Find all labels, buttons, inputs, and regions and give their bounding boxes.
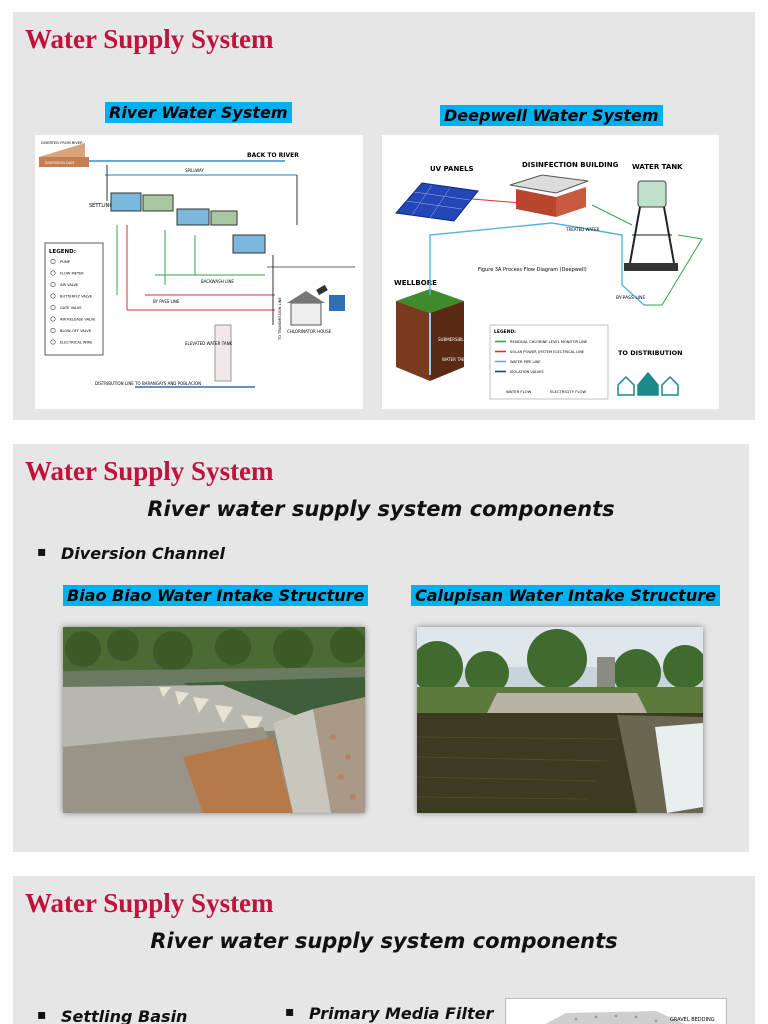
water-flow-label: WATER FLOW xyxy=(506,389,532,394)
slide-title: Water Supply System xyxy=(25,24,274,54)
bullet-settling-basin: Settling Basin xyxy=(37,1007,188,1024)
distribution-label: DISTRIBUTION LINE TO BARANGAYS AND POBLA… xyxy=(95,381,201,386)
legend-item: ISOLATION VALVES xyxy=(510,370,544,374)
slide-2: Water Supply System River water supply s… xyxy=(13,444,749,852)
slide-1: Water Supply System River Water System D… xyxy=(13,12,755,420)
figure-caption: Figure 3A Process Flow Diagram (Deepwell… xyxy=(478,267,587,273)
biao-biao-label: Biao Biao Water Intake Structure xyxy=(63,585,369,606)
slide-subtitle: River water supply system components xyxy=(150,929,618,953)
electricity-flow-label: ELECTRICITY FLOW xyxy=(550,389,586,394)
chlorinator-label: CHLORINATOR HOUSE xyxy=(287,329,332,334)
bypass-line-label: BY-PASS LINE xyxy=(616,295,646,301)
diverted-label: DIVERTED FROM RIVER xyxy=(41,141,83,145)
legend-item: RESIDUAL CHLORINE LEVEL MONITOR LINE xyxy=(510,340,588,344)
legend-symbol-icon xyxy=(50,259,56,265)
slide-subtitle: River water supply system components xyxy=(147,497,615,521)
transmission-label: TO TRANSMISSION LINE xyxy=(278,297,282,341)
slide-title: Water Supply System xyxy=(25,888,274,918)
bypass-label: BY PASS LINE xyxy=(153,299,180,304)
bullet-primary-media-filter: Primary Media Filter xyxy=(285,1004,493,1023)
deepwell-system-label: Deepwell Water System xyxy=(440,105,663,126)
deepwell-legend-title: LEGEND: xyxy=(494,329,516,335)
legend-item: SOLAR POWER SYSTEM ELECTRICAL LINE xyxy=(510,350,585,354)
dam-label: DIVERSION DAM xyxy=(45,161,74,165)
deepwell-legend-list: RESIDUAL CHLORINE LEVEL MONITOR LINE SOLA… xyxy=(495,340,588,374)
slide-3: Water Supply System River water supply s… xyxy=(13,876,755,1024)
legend-symbol-icon xyxy=(50,305,56,311)
legend-symbol-icon xyxy=(50,328,56,334)
legend-title: LEGEND: xyxy=(49,249,76,255)
bullet-diversion-channel: Diversion Channel xyxy=(37,544,225,563)
calupisan-label: Calupisan Water Intake Structure xyxy=(411,585,720,606)
legend-item: BUTTERFLY VALVE xyxy=(60,295,93,299)
legend-item: WATER PIPE LINE xyxy=(510,360,541,364)
legend-symbol-icon xyxy=(50,339,56,345)
backwash-label: BACKWASH LINE xyxy=(201,279,234,284)
legend-symbol-icon xyxy=(50,293,56,299)
legend-symbol-icon xyxy=(50,282,56,288)
filter-diagram: GRAVEL BEDDING xyxy=(505,998,727,1024)
slide-title: Water Supply System xyxy=(25,456,274,486)
river-water-diagram: DIVERTED FROM RIVER DIVERSION DAM BACK T… xyxy=(35,135,363,409)
calupisan-photo xyxy=(417,627,703,813)
spillway-label: SPILLWAY xyxy=(185,168,204,173)
biao-biao-photo xyxy=(63,627,365,813)
legend-item: AIR VALVE xyxy=(60,283,79,287)
legend-item: AIR RELEASE VALVE xyxy=(60,318,96,322)
uv-panels-label: UV PANELS xyxy=(430,165,474,173)
legend-item: GATE VALVE xyxy=(60,306,82,310)
river-system-label: River Water System xyxy=(105,102,292,123)
pump-label: SUBMERSIBLE PUMP xyxy=(438,337,479,342)
water-tank-label: WATER TANK xyxy=(632,163,683,171)
to-distribution-label: TO DISTRIBUTION xyxy=(618,349,683,357)
gravel-bedding-label: GRAVEL BEDDING xyxy=(670,1017,715,1023)
legend-item: BLOW-OFF VALVE xyxy=(60,329,92,333)
legend-item: ELECTRICAL WIRE xyxy=(60,341,93,345)
water-table-label: WATER TABLE xyxy=(442,357,470,362)
elevated-tank-label: ELEVATED WATER TANK xyxy=(185,341,233,346)
treated-water-label: TREATED WATER xyxy=(565,227,600,232)
legend-item: FLOW METER xyxy=(60,272,84,276)
deepwell-diagram: UV PANELS DISINFECTION BUILDING WATER TA… xyxy=(382,135,719,409)
legend-item: PUMP xyxy=(60,260,71,264)
legend-symbol-icon xyxy=(50,316,56,322)
back-to-river-label: BACK TO RIVER xyxy=(247,152,299,159)
legend-symbol-icon xyxy=(50,270,56,276)
legend-list: PUMP FLOW METER AIR VALVE BUTTERFLY VALVE GA… xyxy=(50,259,96,345)
wellbore-label: WELLBORE xyxy=(394,279,437,287)
disinfection-label: DISINFECTION BUILDING xyxy=(522,161,619,169)
settling-label: SETTLING xyxy=(89,203,113,209)
